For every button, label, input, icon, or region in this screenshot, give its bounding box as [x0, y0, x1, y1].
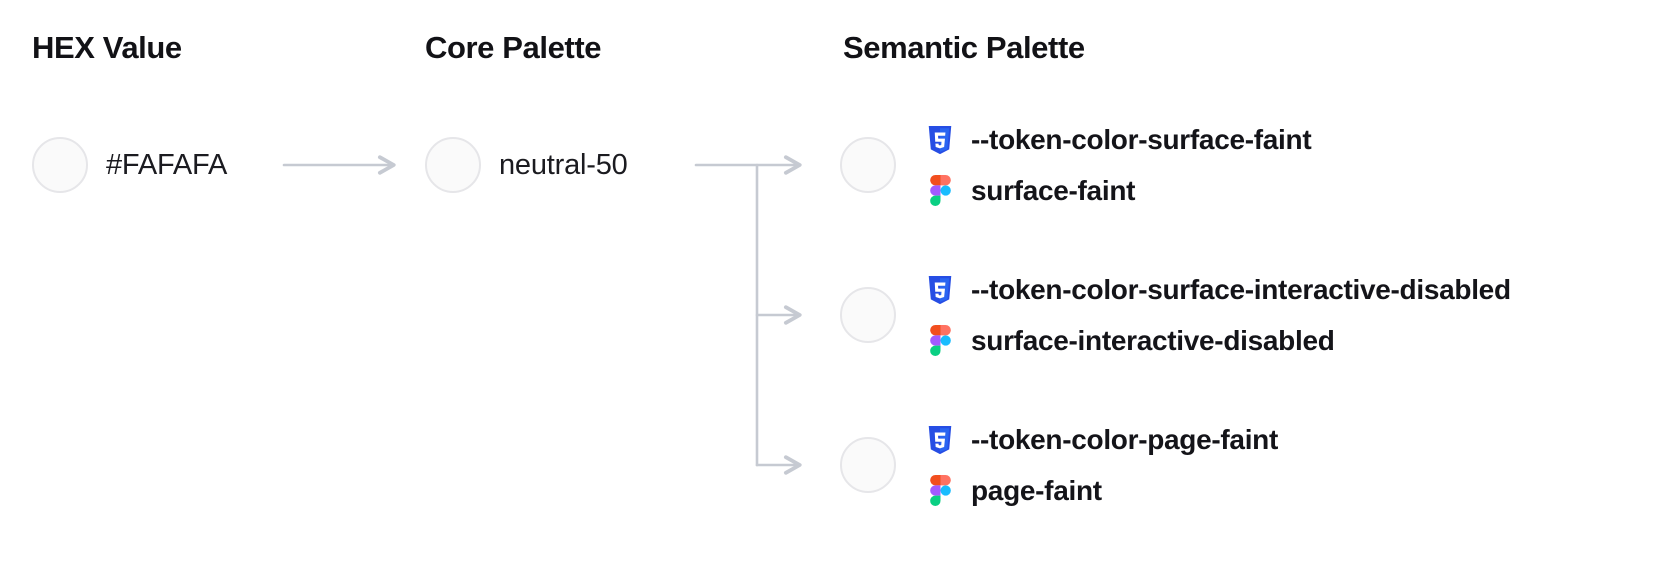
- css-token-line: --token-color-surface-faint: [924, 122, 1312, 158]
- css3-shield-icon: [924, 124, 956, 156]
- semantic-token-labels: --token-color-surface-faint surface-fain…: [924, 122, 1312, 209]
- css-variable-label: --token-color-page-faint: [971, 423, 1279, 455]
- core-palette-label: neutral-50: [499, 148, 628, 181]
- semantic-color-swatch: [840, 287, 896, 343]
- semantic-token-entry-surface-faint: --token-color-surface-faint surface-fain…: [840, 105, 1312, 225]
- semantic-column-title: Semantic Palette: [843, 30, 1085, 65]
- figma-token-line: page-faint: [924, 473, 1278, 509]
- semantic-color-swatch: [840, 437, 896, 493]
- css-variable-label: --token-color-surface-interactive-disabl…: [971, 273, 1511, 305]
- hex-column-title: HEX Value: [32, 30, 182, 65]
- figma-token-line: surface-faint: [924, 173, 1311, 209]
- figma-token-label: page-faint: [971, 474, 1102, 506]
- semantic-color-swatch: [840, 137, 896, 193]
- figma-logo-icon: [924, 175, 956, 206]
- semantic-token-entry-surface-interactive-disabled: --token-color-surface-interactive-disabl…: [840, 255, 1511, 375]
- figma-token-label: surface-faint: [971, 174, 1136, 206]
- figma-token-label: surface-interactive-disabled: [971, 324, 1335, 356]
- figma-logo-icon: [924, 475, 956, 506]
- core-column-title: Core Palette: [425, 30, 602, 65]
- semantic-token-labels: --token-color-surface-interactive-disabl…: [924, 272, 1511, 359]
- hex-color-swatch: [32, 137, 88, 193]
- css-variable-label: --token-color-surface-faint: [971, 123, 1312, 155]
- css-token-line: --token-color-surface-interactive-disabl…: [924, 272, 1511, 308]
- figma-logo-icon: [924, 325, 956, 356]
- hex-value-group: #FAFAFA: [32, 137, 227, 193]
- css3-shield-icon: [924, 274, 956, 306]
- semantic-token-labels: --token-color-page-faint page-faint: [924, 422, 1278, 509]
- core-palette-group: neutral-50: [425, 137, 628, 193]
- figma-token-line: surface-interactive-disabled: [924, 323, 1511, 359]
- css3-shield-icon: [924, 424, 956, 456]
- css-token-line: --token-color-page-faint: [924, 422, 1278, 458]
- hex-value-label: #FAFAFA: [106, 148, 228, 181]
- semantic-token-entry-page-faint: --token-color-page-faint page-faint: [840, 405, 1278, 525]
- core-color-swatch: [425, 137, 481, 193]
